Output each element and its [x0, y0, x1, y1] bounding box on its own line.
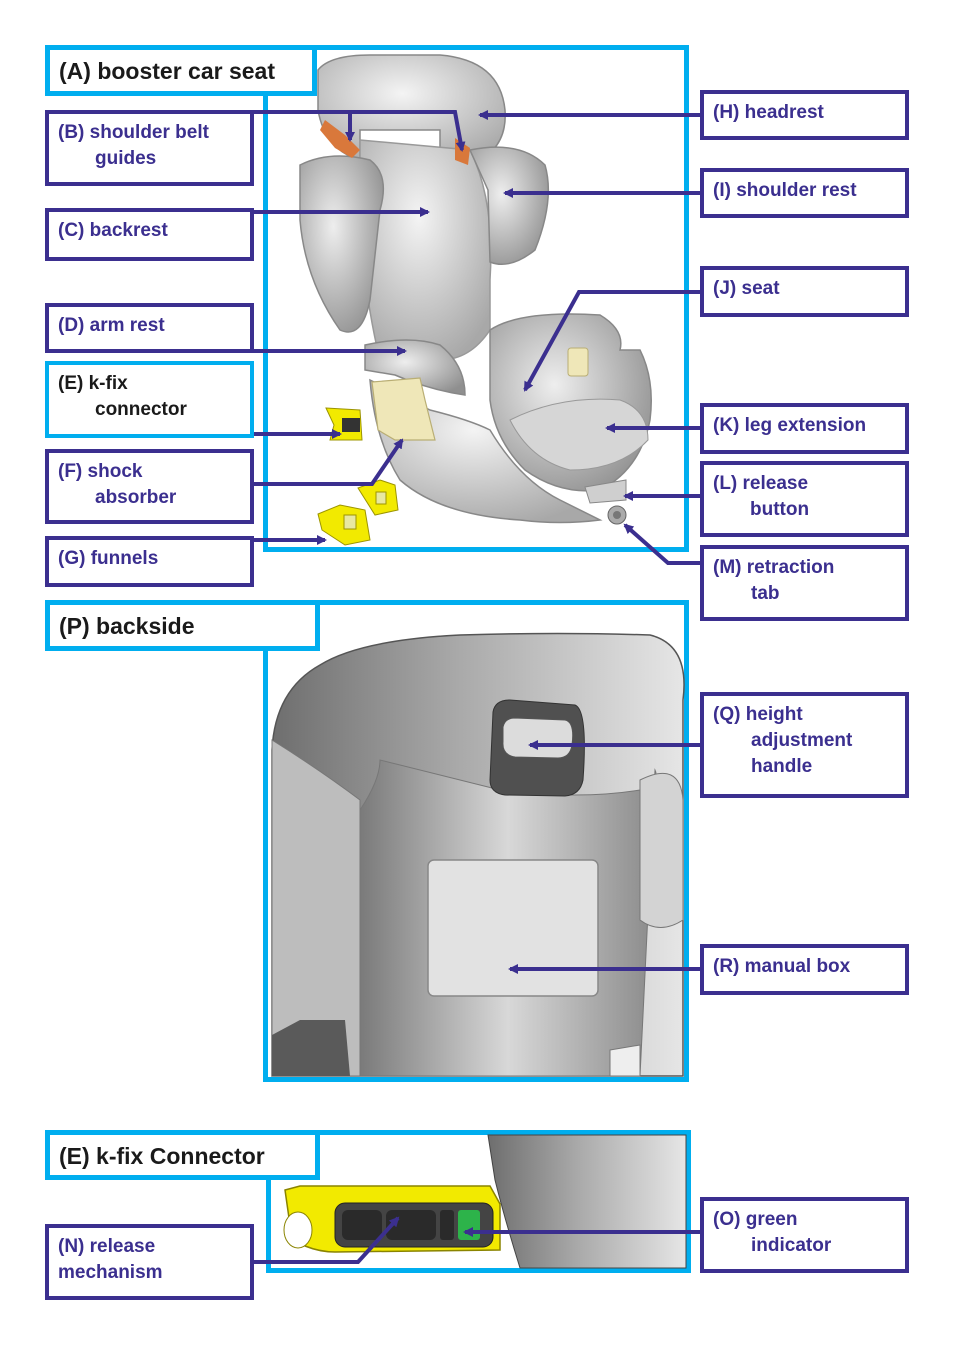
label-c: (C) backrest [58, 220, 168, 241]
label-shock-absorber: (F) shock absorber [45, 449, 254, 524]
label-q-line3: handle [751, 756, 813, 777]
label-q-line2: adjustment [751, 730, 853, 751]
label-kfix-connector: (E) k-fix connector [45, 361, 254, 438]
label-l-line1: (L) release [713, 473, 809, 494]
label-e-line1: (E) k-fix [58, 373, 128, 394]
label-headrest: (H) headrest [700, 90, 909, 140]
label-k: (K) leg extension [713, 415, 867, 436]
label-m-line2: tab [751, 583, 780, 604]
label-green-indicator: (O) green indicator [700, 1197, 909, 1273]
label-manual-box: (R) manual box [700, 944, 909, 995]
label-j: (J) seat [713, 278, 780, 299]
label-r: (R) manual box [713, 956, 851, 977]
label-b-line2: guides [95, 148, 157, 169]
label-f-line2: absorber [95, 487, 177, 508]
label-o-line2: indicator [751, 1235, 832, 1256]
label-d: (D) arm rest [58, 315, 165, 336]
kfix-title: (E) k-fix Connector [45, 1130, 320, 1180]
backside-illustration [271, 632, 685, 1077]
backside-title: (P) backside [45, 600, 320, 651]
label-shoulder-belt-guides: (B) shoulder belt guides [45, 110, 254, 186]
label-g: (G) funnels [58, 548, 159, 569]
label-h: (H) headrest [713, 102, 824, 123]
label-n-line1: (N) release [58, 1236, 156, 1257]
label-release-button: (L) release button [700, 461, 909, 537]
label-arm-rest: (D) arm rest [45, 303, 254, 353]
label-o-line1: (O) green [713, 1209, 798, 1230]
label-height-adjustment-handle: (Q) height adjustment handle [700, 692, 909, 798]
label-l-line2: button [750, 499, 810, 520]
label-backrest: (C) backrest [45, 208, 254, 261]
label-release-mechanism: (N) release mechanism [45, 1224, 254, 1300]
kfix-illustration [283, 1134, 687, 1269]
label-b-line1: (B) shoulder belt [58, 122, 209, 143]
label-q-line1: (Q) height [713, 704, 803, 725]
label-retraction-tab: (M) retraction tab [700, 545, 909, 621]
label-leg-extension: (K) leg extension [700, 403, 909, 454]
label-n-line2: mechanism [58, 1262, 163, 1283]
label-e-line2: connector [95, 399, 187, 420]
booster-title: (A) booster car seat [45, 45, 317, 96]
label-shoulder-rest: (I) shoulder rest [700, 168, 909, 218]
label-f-line1: (F) shock [58, 461, 143, 482]
label-seat: (J) seat [700, 266, 909, 317]
label-funnels: (G) funnels [45, 536, 254, 587]
label-m-line1: (M) retraction [713, 557, 835, 578]
label-i: (I) shoulder rest [713, 180, 857, 201]
